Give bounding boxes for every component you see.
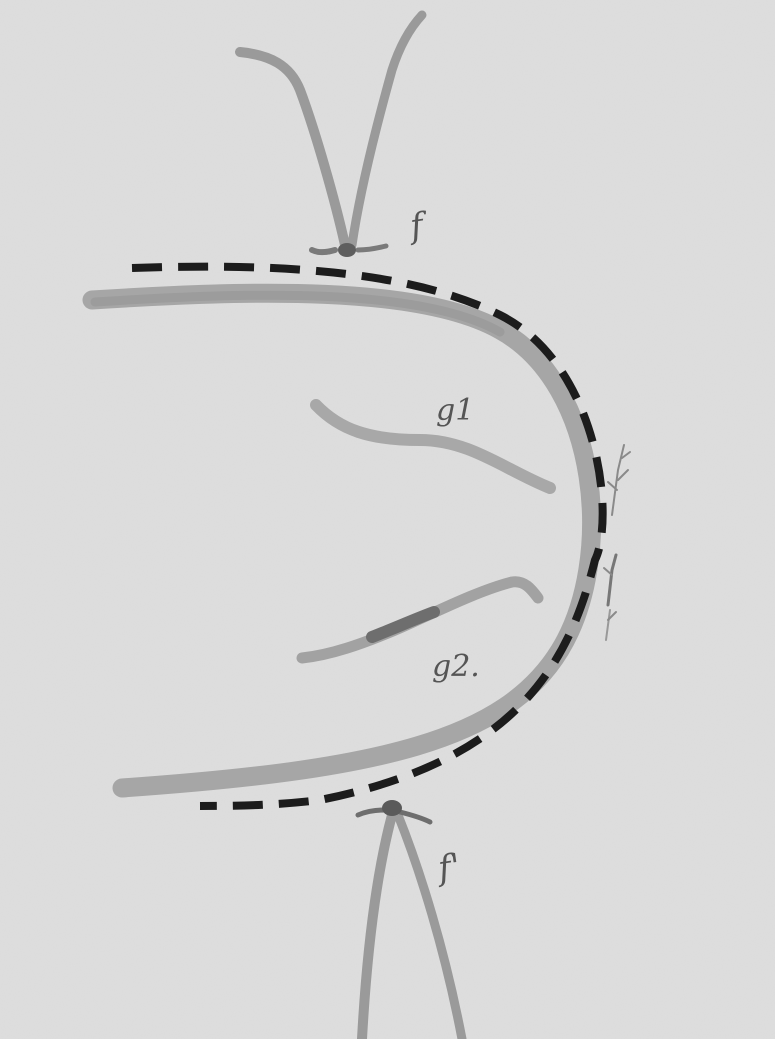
label-g1: g1 bbox=[436, 393, 474, 428]
label-g2: g2. bbox=[432, 649, 480, 684]
